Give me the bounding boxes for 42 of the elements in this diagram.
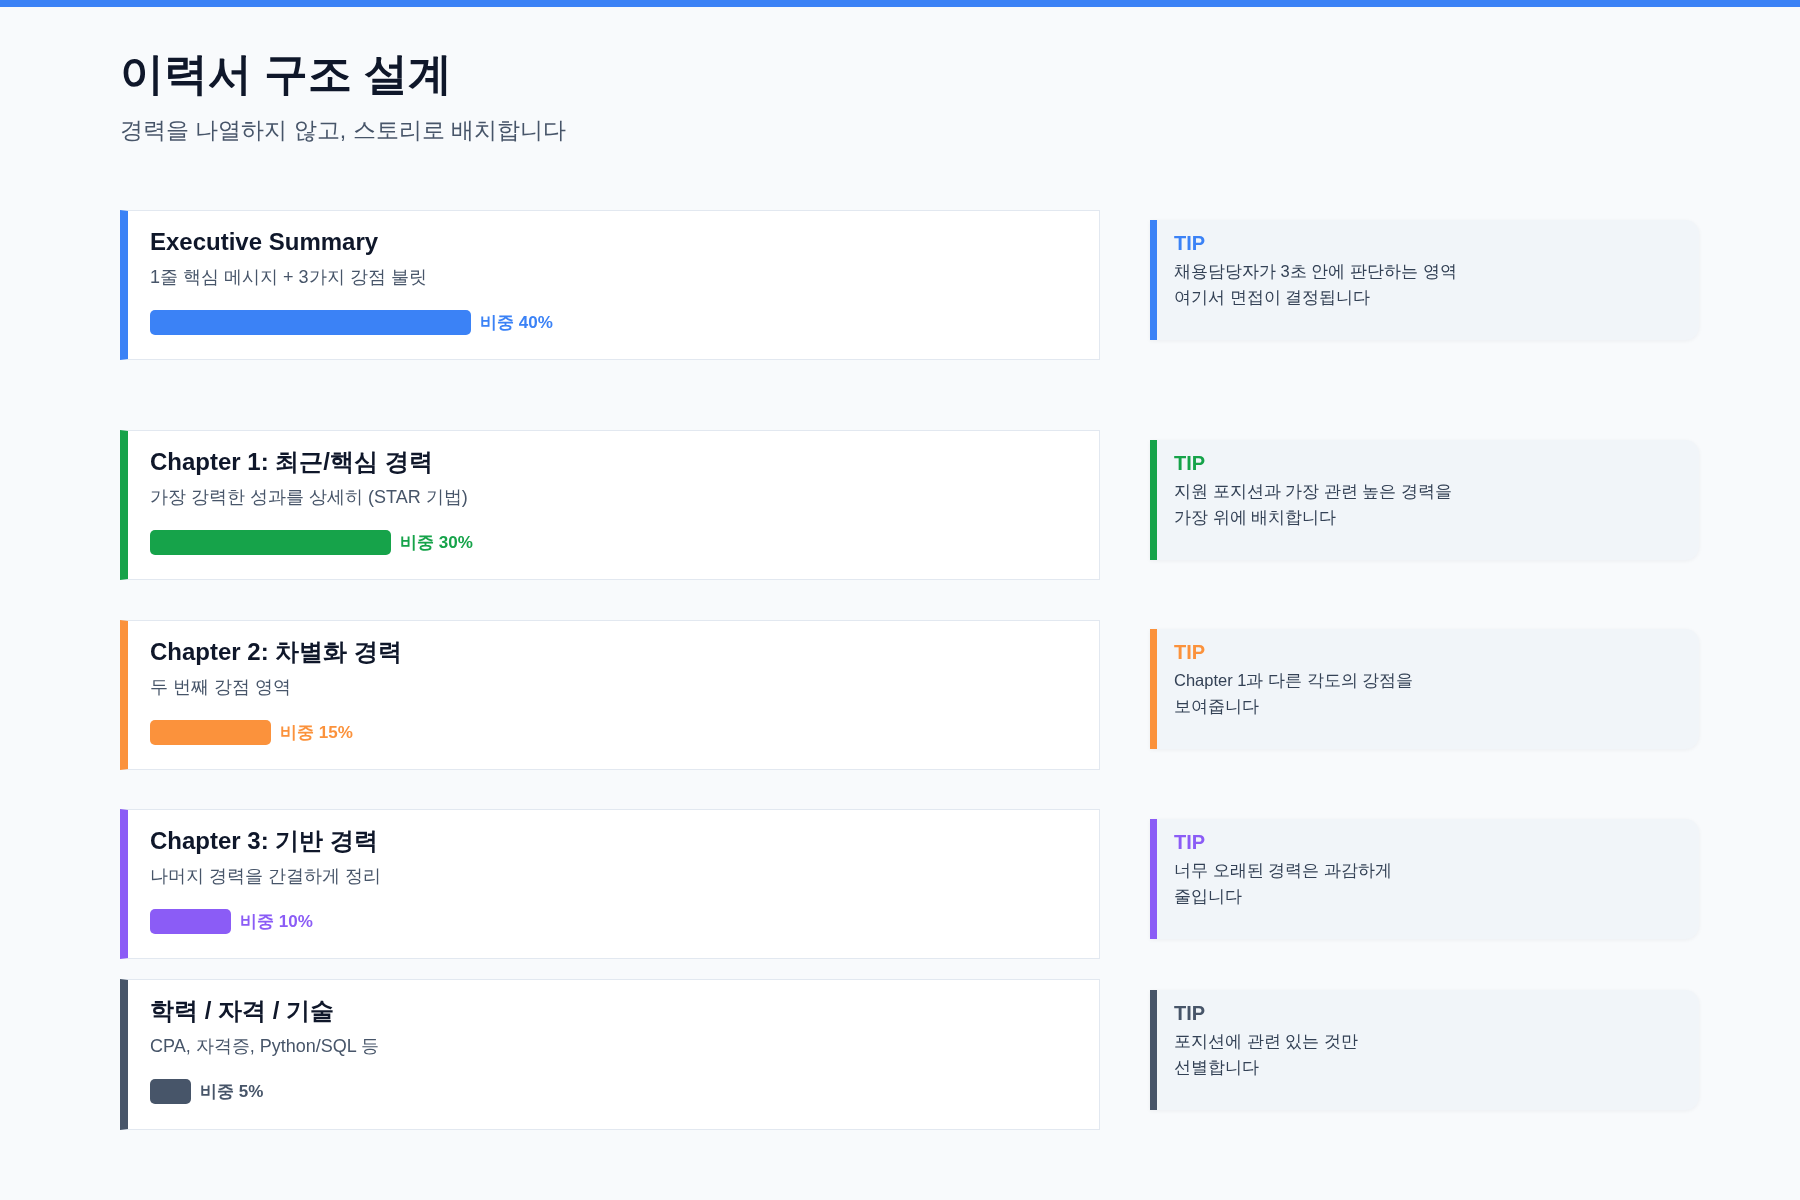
weight-label: 비중 30% bbox=[400, 531, 473, 554]
weight-label: 비중 5% bbox=[200, 1080, 264, 1103]
section-card bbox=[120, 210, 1100, 360]
section-description: 1줄 핵심 메시지 + 3가지 강점 불릿 bbox=[150, 266, 427, 289]
section-description: CPA, 자격증, Python/SQL 등 bbox=[150, 1035, 380, 1058]
tip-label: TIP bbox=[1174, 640, 1206, 665]
weight-label: 비중 15% bbox=[280, 721, 353, 744]
tip-box bbox=[1150, 440, 1699, 560]
weight-bar bbox=[150, 909, 231, 934]
section-heading: Chapter 3: 기반 경력 bbox=[150, 826, 379, 856]
weight-label: 비중 40% bbox=[480, 311, 553, 334]
section-heading: Executive Summary bbox=[150, 227, 379, 257]
weight-bar bbox=[150, 530, 391, 555]
page-subtitle: 경력을 나열하지 않고, 스토리로 배치합니다 bbox=[120, 116, 566, 145]
tip-box bbox=[1150, 990, 1699, 1110]
tip-text: Chapter 1과 다른 각도의 강점을 보여줍니다 bbox=[1174, 670, 1415, 717]
tip-box bbox=[1150, 819, 1699, 939]
weight-bar bbox=[150, 310, 471, 335]
weight-bar bbox=[150, 1079, 191, 1104]
tip-text: 너무 오래된 경력은 과감하게 줄입니다 bbox=[1174, 860, 1393, 907]
tip-label: TIP bbox=[1174, 451, 1206, 476]
tip-text: 채용담당자가 3초 안에 판단하는 영역 여기서 면접이 결정됩니다 bbox=[1174, 261, 1458, 308]
section-description: 가장 강력한 성과를 상세히 (STAR 기법) bbox=[150, 486, 468, 509]
tip-label: TIP bbox=[1174, 830, 1206, 855]
section-card bbox=[120, 430, 1100, 580]
tip-text: 지원 포지션과 가장 관련 높은 경력을 가장 위에 배치합니다 bbox=[1174, 481, 1453, 528]
tip-label: TIP bbox=[1174, 1001, 1206, 1026]
page-title: 이력서 구조 설계 bbox=[120, 48, 453, 100]
tip-text: 포지션에 관련 있는 것만 선별합니다 bbox=[1174, 1031, 1359, 1078]
section-heading: 학력 / 자격 / 기술 bbox=[150, 996, 334, 1026]
tip-box bbox=[1150, 220, 1699, 340]
section-card bbox=[120, 620, 1100, 770]
weight-bar bbox=[150, 720, 271, 745]
section-heading: Chapter 1: 최근/핵심 경력 bbox=[150, 447, 433, 477]
section-card bbox=[120, 809, 1100, 959]
weight-label: 비중 10% bbox=[240, 910, 313, 933]
tip-label: TIP bbox=[1174, 231, 1206, 256]
section-description: 두 번째 강점 영역 bbox=[150, 676, 291, 699]
tip-box bbox=[1150, 629, 1699, 749]
section-card bbox=[120, 979, 1100, 1130]
section-heading: Chapter 2: 차별화 경력 bbox=[150, 637, 403, 667]
section-description: 나머지 경력을 간결하게 정리 bbox=[150, 865, 381, 888]
